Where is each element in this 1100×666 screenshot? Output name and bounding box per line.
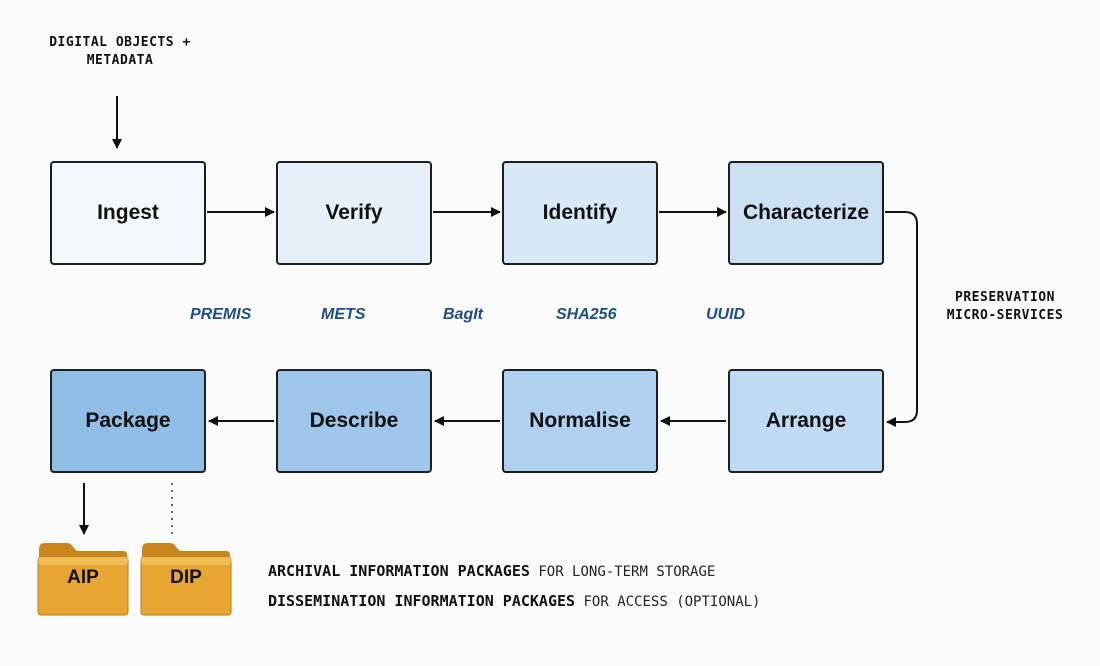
step-normalise-label: Normalise: [529, 409, 631, 432]
step-identify-label: Identify: [542, 201, 618, 224]
input-label-line-2: METADATA: [86, 53, 154, 68]
step-describe-label: Describe: [309, 409, 399, 432]
input-label: DIGITAL OBJECTS + METADATA: [40, 34, 200, 70]
dip-folder-icon: DIP: [140, 539, 232, 617]
step-ingest-label: Ingest: [97, 201, 159, 224]
step-characterize: Characterize: [728, 161, 884, 265]
step-package: Package: [50, 369, 206, 473]
legend-aip-desc: FOR LONG-TERM STORAGE: [529, 564, 716, 580]
step-describe: Describe: [276, 369, 432, 473]
step-verify: Verify: [276, 161, 432, 265]
legend-dip: DISSEMINATION INFORMATION PACKAGES FOR A…: [268, 592, 760, 611]
step-verify-label: Verify: [325, 201, 383, 224]
side-label-line-2: MICRO-SERVICES: [946, 308, 1064, 323]
dip-label: DIP: [170, 567, 202, 588]
standard-sha256: SHA256: [556, 306, 617, 323]
legend-dip-desc: FOR ACCESS (OPTIONAL): [575, 594, 761, 610]
step-arrange-label: Arrange: [765, 409, 847, 432]
aip-label: AIP: [67, 567, 99, 588]
input-label-line-1: DIGITAL OBJECTS +: [49, 35, 191, 50]
folder-icon: [140, 543, 232, 616]
folder-icon: [37, 543, 129, 616]
step-identify: Identify: [502, 161, 658, 265]
step-ingest: Ingest: [50, 161, 206, 265]
aip-folder-icon: AIP: [37, 539, 129, 617]
legend-aip: ARCHIVAL INFORMATION PACKAGES FOR LONG-T…: [268, 562, 715, 581]
arrow-characterize-arrange: [885, 211, 918, 427]
standard-mets: METS: [321, 306, 366, 323]
standard-premis: PREMIS: [190, 306, 252, 323]
standard-bagit: BagIt: [443, 306, 483, 323]
step-characterize-label: Characterize: [742, 201, 870, 224]
legend-aip-term: ARCHIVAL INFORMATION PACKAGES: [268, 562, 530, 580]
side-label: PRESERVATION MICRO-SERVICES: [930, 289, 1080, 325]
step-arrange: Arrange: [728, 369, 884, 473]
side-label-line-1: PRESERVATION: [955, 290, 1055, 305]
step-package-label: Package: [85, 409, 171, 432]
legend-dip-term: DISSEMINATION INFORMATION PACKAGES: [268, 592, 576, 610]
standard-uuid: UUID: [706, 306, 746, 323]
step-normalise: Normalise: [502, 369, 658, 473]
